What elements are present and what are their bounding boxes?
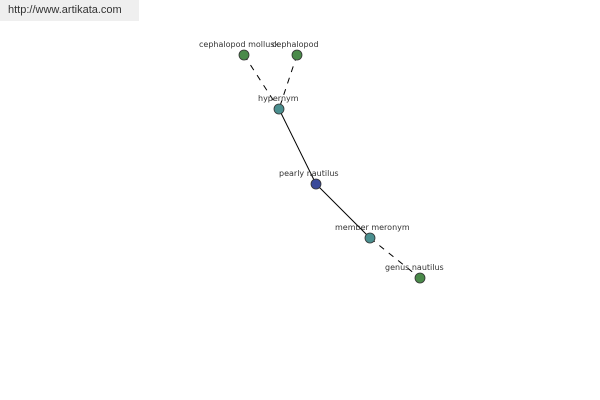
node-cephalopod[interactable]: cephalopod bbox=[272, 40, 319, 61]
node-label-member-meronym: member meronym bbox=[335, 223, 410, 232]
edge-cephalopod-mollusk-hypernym bbox=[243, 54, 280, 110]
edge-cephalopod-hypernym bbox=[278, 54, 298, 110]
url-banner[interactable]: http://www.artikata.com bbox=[0, 0, 139, 21]
node-circle-hypernym[interactable] bbox=[273, 103, 285, 115]
node-circle-cephalopod[interactable] bbox=[291, 49, 303, 61]
node-circle-cephalopod-mollusk[interactable] bbox=[238, 49, 250, 61]
node-label-pearly-nautilus: pearly nautilus bbox=[279, 169, 339, 178]
node-circle-pearly-nautilus[interactable] bbox=[310, 178, 322, 190]
edge-member-meronym-genus-nautilus bbox=[369, 237, 421, 279]
edge-pearly-nautilus-member-meronym bbox=[315, 183, 371, 239]
node-label-hypernym: hypernym bbox=[258, 94, 299, 103]
site-url-link[interactable]: http://www.artikata.com bbox=[8, 4, 122, 16]
edges-layer bbox=[243, 54, 421, 279]
node-label-genus-nautilus: genus nautilus bbox=[385, 263, 444, 272]
node-genus-nautilus[interactable]: genus nautilus bbox=[385, 263, 444, 284]
edge-hypernym-pearly-nautilus bbox=[278, 108, 317, 185]
node-label-cephalopod-mollusk: cephalopod mollusk bbox=[199, 40, 279, 49]
node-member-meronym[interactable]: member meronym bbox=[335, 223, 410, 244]
node-cephalopod-mollusk[interactable]: cephalopod mollusk bbox=[199, 40, 279, 61]
node-label-cephalopod: cephalopod bbox=[272, 40, 319, 49]
node-pearly-nautilus[interactable]: pearly nautilus bbox=[279, 169, 339, 190]
node-circle-member-meronym[interactable] bbox=[364, 232, 376, 244]
node-hypernym[interactable]: hypernym bbox=[258, 94, 299, 115]
node-circle-genus-nautilus[interactable] bbox=[414, 272, 426, 284]
